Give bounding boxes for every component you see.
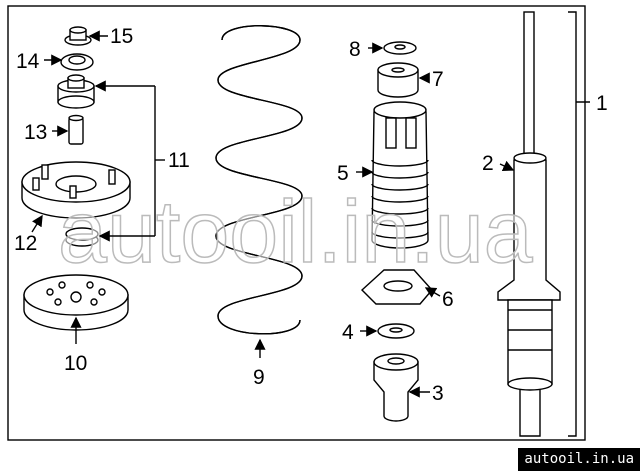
callout-6: 6 [442, 288, 454, 311]
part-13-pin [68, 114, 84, 145]
part-12-strut-mount [21, 161, 131, 219]
part-14-clip [60, 53, 94, 71]
part-10-insulator [23, 274, 129, 331]
callout-14: 14 [16, 50, 40, 73]
callout-13: 13 [24, 121, 47, 144]
part-7-bushing [377, 62, 419, 98]
part-4-washer [377, 323, 415, 339]
callout-9: 9 [253, 366, 265, 389]
part-3-bump-stop [373, 353, 419, 422]
part-11-lower-spacer [65, 227, 99, 247]
callout-7: 7 [432, 68, 444, 91]
leader-lines [31, 11, 590, 437]
part-8-washer [383, 41, 417, 55]
part-11-upper-bushing [57, 74, 95, 109]
diagram-border [7, 5, 586, 441]
callout-10: 10 [64, 352, 87, 375]
callout-11: 11 [168, 149, 190, 172]
callout-8: 8 [349, 38, 361, 61]
part-2-strut [497, 11, 561, 437]
callout-2: 2 [482, 152, 494, 175]
part-9-coil-spring [215, 25, 303, 335]
callout-5: 5 [337, 162, 349, 185]
watermark-text: autooil.in.ua [58, 182, 533, 281]
part-15-cap [64, 26, 92, 46]
site-badge: autooil.in.ua [518, 448, 640, 471]
callout-12: 12 [14, 232, 37, 255]
callout-1: 1 [596, 92, 608, 115]
callout-3: 3 [432, 382, 444, 405]
callout-15: 15 [110, 25, 133, 48]
callout-4: 4 [342, 321, 354, 344]
part-5-dust-boot [371, 101, 429, 249]
